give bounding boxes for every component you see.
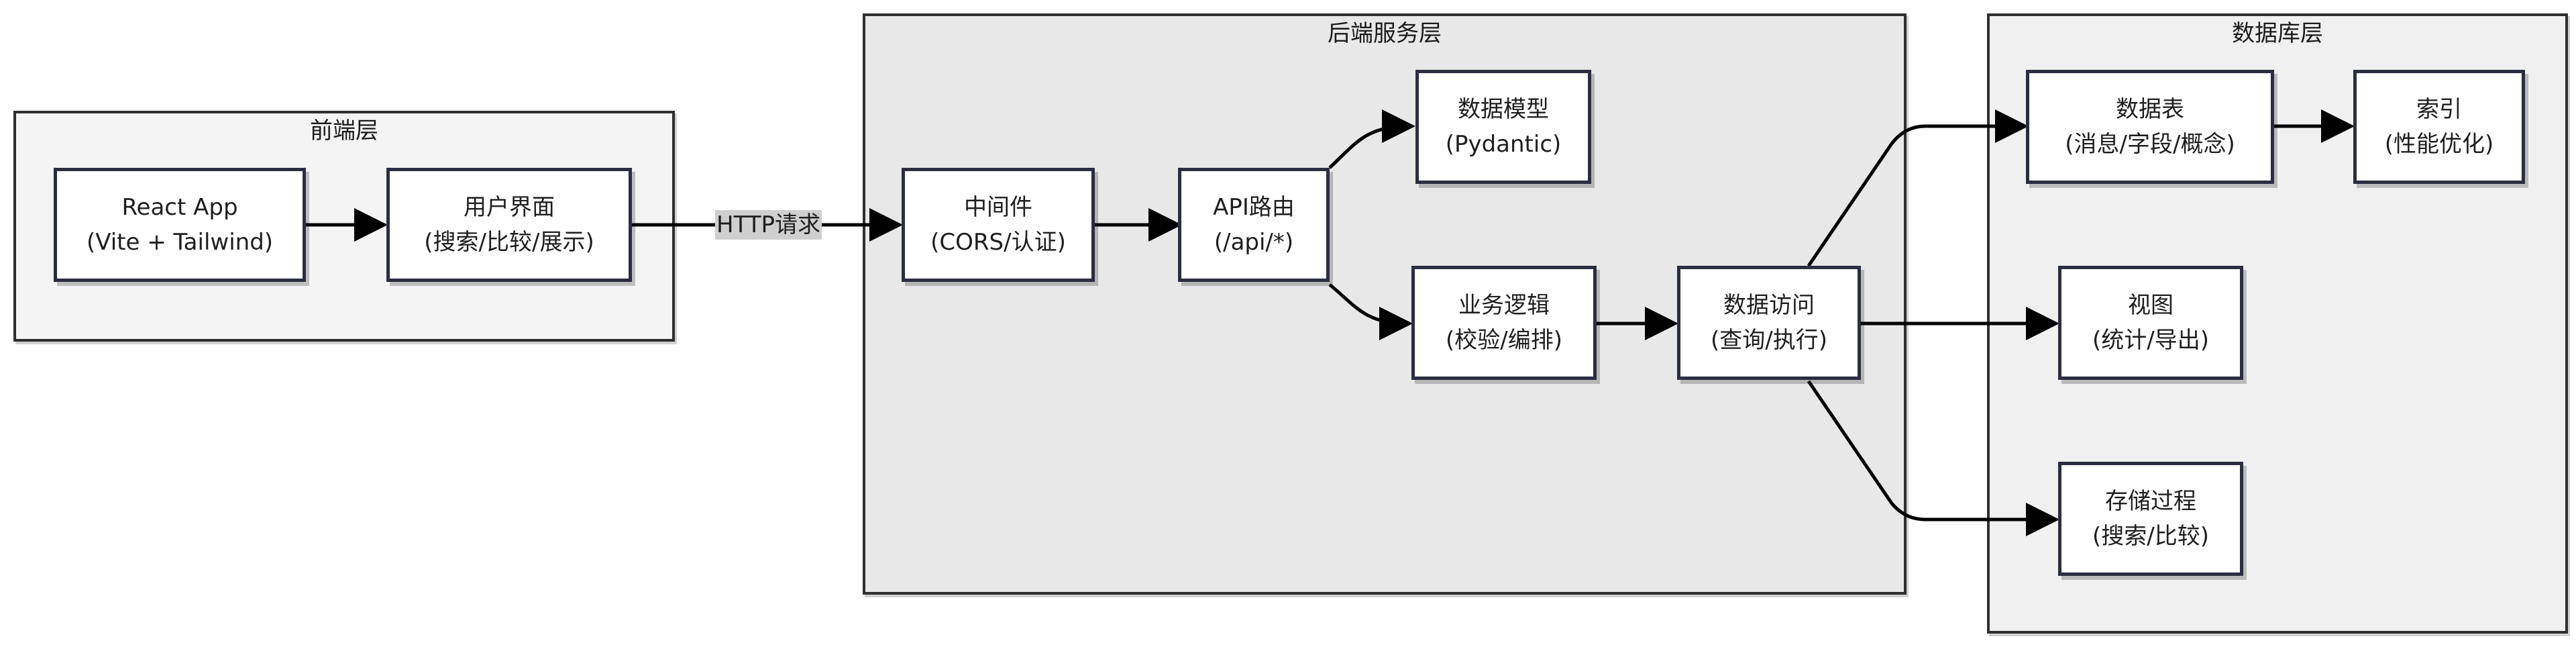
ui-subtitle: (搜索/比较/展示) [424, 229, 594, 256]
procedures-subtitle: (搜索/比较) [2092, 523, 2209, 550]
react-app-title: React App [121, 194, 238, 221]
backend-layer-title: 后端服务层 [1328, 20, 1442, 47]
middleware-subtitle: (CORS/认证) [930, 229, 1066, 256]
data-access-title: 数据访问 [1723, 292, 1815, 319]
edge-api-to-model [1328, 109, 1415, 169]
business-logic-title: 业务逻辑 [1458, 292, 1550, 319]
tables-subtitle: (消息/字段/概念) [2065, 131, 2235, 158]
api-router-subtitle: (/api/*) [1214, 229, 1294, 256]
react-app-node[interactable]: React App (Vite + Tailwind) [54, 168, 306, 282]
tables-title: 数据表 [2116, 96, 2184, 123]
views-title: 视图 [2128, 292, 2174, 319]
data-access-subtitle: (查询/执行) [1711, 327, 1827, 354]
ui-title: 用户界面 [464, 194, 555, 221]
react-app-subtitle: (Vite + Tailwind) [86, 229, 274, 256]
edge-access-to-tables [1807, 109, 2029, 267]
tables-node[interactable]: 数据表 (消息/字段/概念) [2026, 70, 2274, 184]
http-request-label: HTTP请求 [715, 210, 822, 240]
data-model-subtitle: (Pydantic) [1445, 131, 1562, 158]
data-model-title: 数据模型 [1458, 96, 1549, 123]
middleware-node[interactable]: 中间件 (CORS/认证) [902, 168, 1095, 282]
index-node[interactable]: 索引 (性能优化) [2353, 70, 2525, 184]
index-subtitle: (性能优化) [2384, 131, 2494, 158]
index-title: 索引 [2416, 96, 2462, 123]
business-logic-node[interactable]: 业务逻辑 (校验/编排) [1411, 266, 1597, 380]
database-layer-title: 数据库层 [2232, 20, 2323, 47]
edge-api-to-logic [1328, 283, 1413, 340]
ui-node[interactable]: 用户界面 (搜索/比较/展示) [386, 168, 632, 282]
frontend-layer-title: 前端层 [310, 117, 378, 144]
data-model-node[interactable]: 数据模型 (Pydantic) [1415, 70, 1591, 184]
business-logic-subtitle: (校验/编排) [1446, 327, 1562, 354]
views-subtitle: (统计/导出) [2092, 327, 2209, 354]
edge-access-to-procedures [1807, 380, 2059, 536]
data-access-node[interactable]: 数据访问 (查询/执行) [1677, 266, 1861, 380]
procedures-title: 存储过程 [2105, 488, 2196, 515]
middleware-title: 中间件 [964, 194, 1032, 221]
procedures-node[interactable]: 存储过程 (搜索/比较) [2058, 462, 2243, 576]
views-node[interactable]: 视图 (统计/导出) [2058, 266, 2243, 380]
api-router-node[interactable]: API路由 (/api/*) [1178, 168, 1330, 282]
api-router-title: API路由 [1213, 194, 1295, 221]
